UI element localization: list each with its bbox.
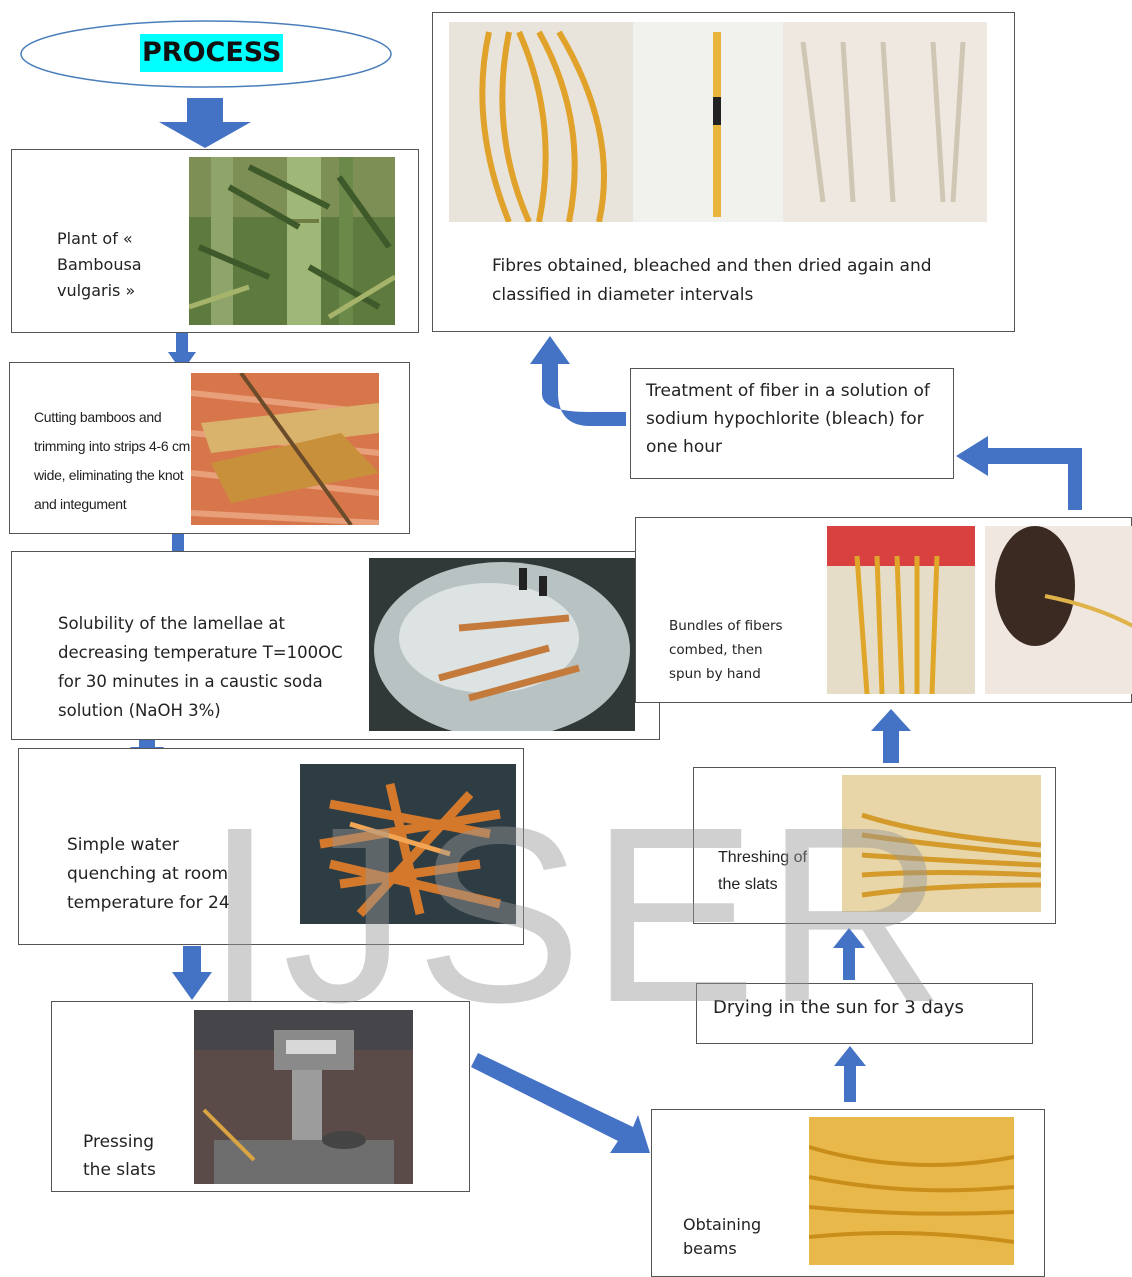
step-plant-box: Plant of « Bambousa vulgaris »	[11, 149, 419, 333]
arrow-up-1	[830, 1044, 870, 1104]
step-quenching-label: Simple water quenching at room temperatu…	[67, 831, 267, 917]
step-bundles-box: Bundles of fibers combed, then spun by h…	[635, 517, 1132, 703]
arrow-up-2	[831, 926, 867, 982]
fibres-bundles-photo	[783, 22, 987, 222]
step-beams-box: Obtaining beams	[651, 1109, 1045, 1277]
step-treatment-box: Treatment of fiber in a solution of sodi…	[630, 368, 954, 479]
step-fibres-label: Fibres obtained, bleached and then dried…	[492, 252, 962, 310]
press-machine-photo	[194, 1010, 413, 1184]
step-pressing-label: Pressing the slats	[83, 1128, 163, 1184]
beams-photo	[809, 1117, 1014, 1265]
step-solubility-label: Solubility of the lamellae at decreasing…	[58, 609, 358, 725]
step-pressing-box: Pressing the slats	[51, 1001, 470, 1192]
step-beams-label: Obtaining beams	[683, 1213, 783, 1261]
bamboo-plant-photo	[189, 157, 395, 325]
caustic-soda-bath-photo	[369, 558, 635, 731]
quenching-photo	[300, 764, 516, 924]
step-solubility-box: Solubility of the lamellae at decreasing…	[11, 551, 660, 740]
step-fibres-box: Fibres obtained, bleached and then dried…	[432, 12, 1015, 332]
step-drying-box: Drying in the sun for 3 days	[696, 983, 1033, 1044]
step-treatment-label: Treatment of fiber in a solution of sodi…	[646, 377, 946, 461]
fibres-dyed-photo	[449, 22, 633, 222]
bamboo-strips-photo	[191, 373, 379, 525]
arrow-up-3	[869, 707, 913, 765]
page-title: PROCESS	[140, 34, 283, 72]
step-plant-label: Plant of « Bambousa vulgaris »	[57, 226, 172, 304]
step-quenching-box: Simple water quenching at room temperatu…	[18, 748, 524, 945]
arrow-bent-to-treatment	[952, 434, 1084, 512]
arrow-down-1	[155, 98, 255, 150]
combing-photo	[827, 526, 975, 694]
threshed-fibres-photo	[842, 775, 1041, 912]
arrow-curved-to-fibres	[528, 334, 628, 434]
step-drying-label: Drying in the sun for 3 days	[713, 994, 1023, 1022]
arrow-down-5	[170, 946, 214, 1002]
step-cutting-label: Cutting bamboos and trimming into strips…	[34, 403, 194, 519]
step-threshing-box: Threshing of the slats	[693, 767, 1056, 924]
spinning-photo	[985, 526, 1132, 694]
arrow-diagonal-to-beams	[468, 1045, 658, 1160]
fibres-pale-photo	[633, 22, 783, 222]
step-threshing-label: Threshing of the slats	[718, 844, 813, 898]
step-cutting-box: Cutting bamboos and trimming into strips…	[9, 362, 410, 534]
step-bundles-label: Bundles of fibers combed, then spun by h…	[669, 614, 799, 686]
